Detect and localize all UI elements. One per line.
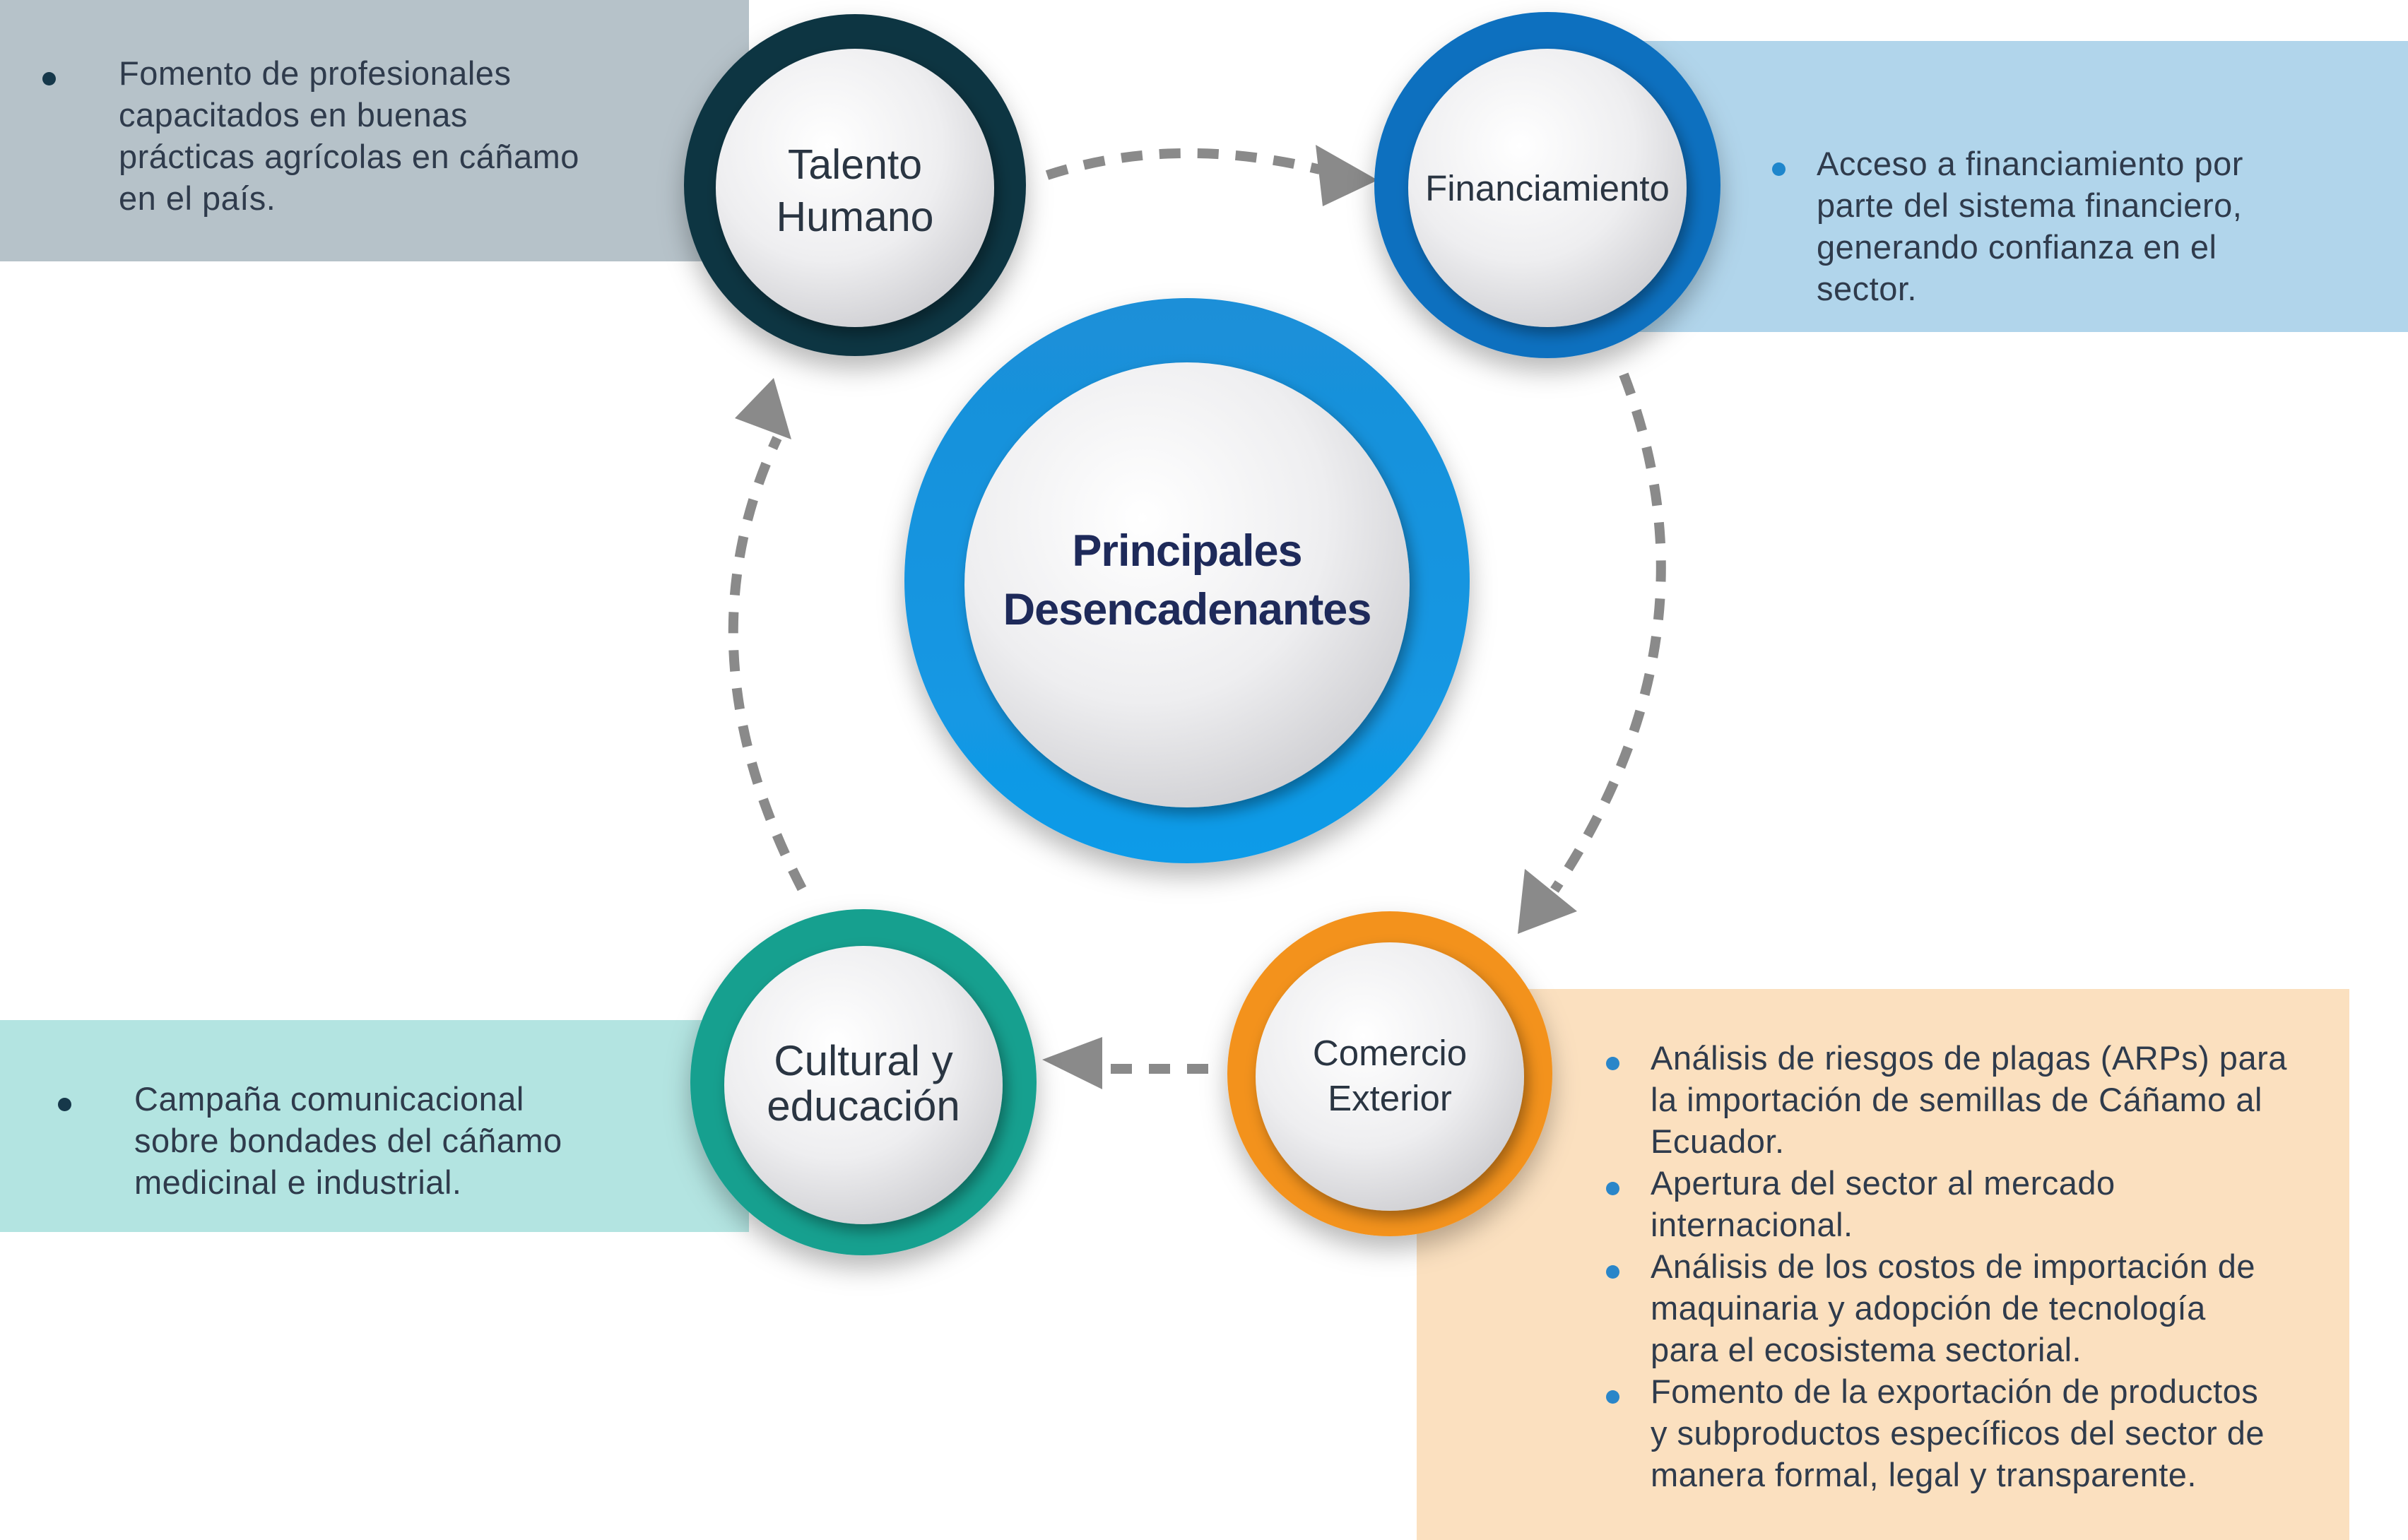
comercio-panel: Análisis de riesgos de plagas (ARPs) par…	[1417, 989, 2349, 1540]
financiamiento-list: Acceso a financiamiento por parte del si…	[1772, 143, 2380, 309]
node-comercio	[1227, 911, 1552, 1236]
node-center	[904, 298, 1470, 863]
cultural-list: Campaña comunicacional sobre bondades de…	[58, 1078, 721, 1203]
financiamiento-panel: Acceso a financiamiento por parte del si…	[1583, 41, 2408, 332]
cultural-panel: Campaña comunicacional sobre bondades de…	[0, 1020, 749, 1232]
comercio-item-1: Análisis de riesgos de plagas (ARPs) par…	[1606, 1037, 2328, 1162]
connector-talento-financiamiento	[1045, 145, 1378, 206]
arrowhead-icon	[1042, 1037, 1102, 1089]
financiamiento-item-1: Acceso a financiamiento por parte del si…	[1772, 143, 2380, 309]
connector-cultural-talento	[728, 378, 807, 892]
arrowhead-icon	[735, 378, 791, 439]
connector-comercio-cultural	[1042, 1037, 1208, 1089]
node-talento-humano	[684, 14, 1026, 356]
comercio-list: Análisis de riesgos de plagas (ARPs) par…	[1606, 1037, 2328, 1495]
talento-item-1: Fomento de profesionales capacitados en …	[42, 52, 721, 219]
talento-panel: Fomento de profesionales capacitados en …	[0, 0, 749, 261]
node-financiamiento	[1374, 12, 1721, 358]
cultural-item-1: Campaña comunicacional sobre bondades de…	[58, 1078, 721, 1203]
financiamiento-label: Financiamiento	[1425, 168, 1670, 208]
comercio-item-2: Apertura del sector al mercado internaci…	[1606, 1162, 2328, 1245]
node-cultural	[690, 909, 1037, 1255]
arrowhead-icon	[1316, 145, 1378, 206]
arrowhead-icon	[1518, 869, 1577, 934]
talento-list: Fomento de profesionales capacitados en …	[42, 52, 721, 219]
comercio-item-4: Fomento de la exportación de productos y…	[1606, 1370, 2328, 1495]
comercio-item-3: Análisis de los costos de importación de…	[1606, 1245, 2328, 1370]
connector-financiamiento-comercio	[1518, 372, 1666, 934]
